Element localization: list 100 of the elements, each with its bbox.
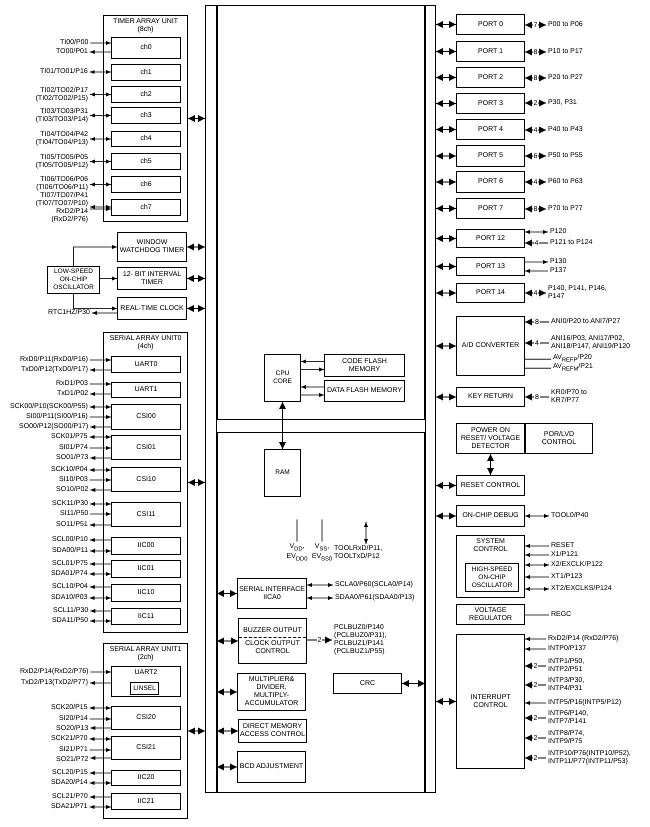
unit-frame bbox=[103, 15, 188, 222]
arrow bbox=[90, 681, 112, 685]
arrow bbox=[524, 575, 550, 579]
double-arrow bbox=[90, 205, 112, 209]
double-arrow bbox=[90, 549, 112, 553]
double-arrow bbox=[188, 115, 205, 122]
double-arrow bbox=[89, 405, 112, 409]
arrow bbox=[89, 415, 112, 419]
double-arrow bbox=[90, 182, 112, 186]
arrow bbox=[525, 754, 546, 762]
arrow bbox=[89, 585, 112, 589]
double-arrow bbox=[436, 342, 456, 350]
double-arrow bbox=[436, 482, 456, 489]
arrow bbox=[89, 446, 112, 450]
arrow bbox=[524, 701, 546, 705]
double-arrow bbox=[90, 92, 112, 96]
double-arrow bbox=[436, 178, 456, 186]
arrow bbox=[525, 682, 546, 688]
double-arrow bbox=[525, 48, 546, 56]
connector-line bbox=[524, 358, 552, 360]
arrow bbox=[90, 456, 112, 460]
double-arrow bbox=[89, 805, 112, 809]
arrow bbox=[524, 647, 546, 651]
arrow bbox=[90, 756, 112, 760]
double-arrow bbox=[90, 160, 112, 164]
double-arrow bbox=[525, 74, 546, 82]
double-arrow bbox=[436, 48, 456, 55]
arrow bbox=[525, 662, 546, 670]
double-arrow bbox=[89, 70, 112, 74]
arrow bbox=[525, 714, 546, 722]
double-arrow bbox=[306, 583, 334, 587]
double-arrow bbox=[436, 263, 456, 270]
double-arrow bbox=[436, 126, 456, 133]
double-arrow bbox=[525, 178, 546, 186]
double-arrow bbox=[436, 235, 456, 242]
arrow bbox=[90, 488, 112, 492]
arrow bbox=[90, 609, 112, 613]
double-arrow bbox=[525, 100, 546, 106]
double-arrow bbox=[436, 512, 456, 520]
arrow bbox=[90, 41, 112, 45]
double-arrow bbox=[436, 74, 456, 81]
arrow bbox=[90, 670, 112, 674]
double-arrow bbox=[524, 587, 550, 591]
double-arrow bbox=[217, 638, 238, 644]
double-arrow bbox=[436, 698, 456, 705]
double-arrow bbox=[306, 596, 334, 600]
double-arrow bbox=[364, 522, 368, 544]
arrow bbox=[300, 360, 324, 364]
double-arrow bbox=[217, 764, 237, 770]
double-arrow bbox=[188, 479, 205, 486]
double-arrow bbox=[524, 230, 548, 234]
double-arrow bbox=[89, 781, 112, 785]
double-arrow bbox=[525, 126, 546, 134]
arrow bbox=[524, 553, 550, 557]
double-arrow bbox=[90, 619, 112, 623]
connector-line bbox=[524, 368, 552, 369]
double-arrow bbox=[89, 596, 112, 600]
arrow bbox=[300, 368, 324, 372]
arrow bbox=[525, 394, 549, 400]
double-arrow bbox=[436, 100, 456, 107]
double-arrow bbox=[436, 205, 456, 212]
bus-bar bbox=[425, 5, 436, 793]
arrow bbox=[89, 748, 112, 752]
double-arrow bbox=[89, 706, 112, 710]
double-arrow bbox=[436, 290, 456, 296]
arrow bbox=[90, 382, 112, 386]
double-arrow bbox=[524, 563, 550, 567]
double-arrow bbox=[525, 152, 546, 160]
arrow bbox=[525, 240, 548, 246]
connector-line bbox=[296, 519, 298, 542]
arrow bbox=[73, 245, 118, 266]
double-arrow bbox=[436, 152, 456, 160]
double-arrow bbox=[187, 305, 205, 312]
double-arrow bbox=[187, 275, 205, 282]
double-arrow bbox=[487, 454, 494, 475]
arrow bbox=[89, 478, 112, 482]
arrow bbox=[90, 512, 112, 516]
arrow bbox=[90, 392, 112, 396]
arrow bbox=[524, 260, 548, 264]
double-arrow bbox=[279, 402, 286, 449]
function-block bbox=[238, 618, 307, 664]
double-arrow bbox=[525, 22, 546, 28]
arrow bbox=[90, 207, 112, 211]
arrow bbox=[525, 318, 549, 326]
double-arrow bbox=[90, 114, 112, 118]
arrow bbox=[89, 795, 112, 799]
arrow bbox=[100, 276, 118, 280]
double-arrow bbox=[89, 737, 112, 741]
arrow bbox=[524, 637, 546, 641]
double-arrow bbox=[525, 206, 546, 212]
bus-bar bbox=[205, 5, 217, 793]
double-arrow bbox=[187, 244, 205, 250]
double-arrow bbox=[436, 394, 456, 400]
arrow bbox=[90, 368, 112, 372]
double-arrow bbox=[217, 590, 237, 597]
arrow bbox=[89, 562, 112, 566]
arrow bbox=[89, 538, 112, 542]
double-arrow bbox=[89, 468, 112, 472]
module-frame bbox=[217, 5, 425, 420]
double-arrow bbox=[436, 21, 456, 28]
